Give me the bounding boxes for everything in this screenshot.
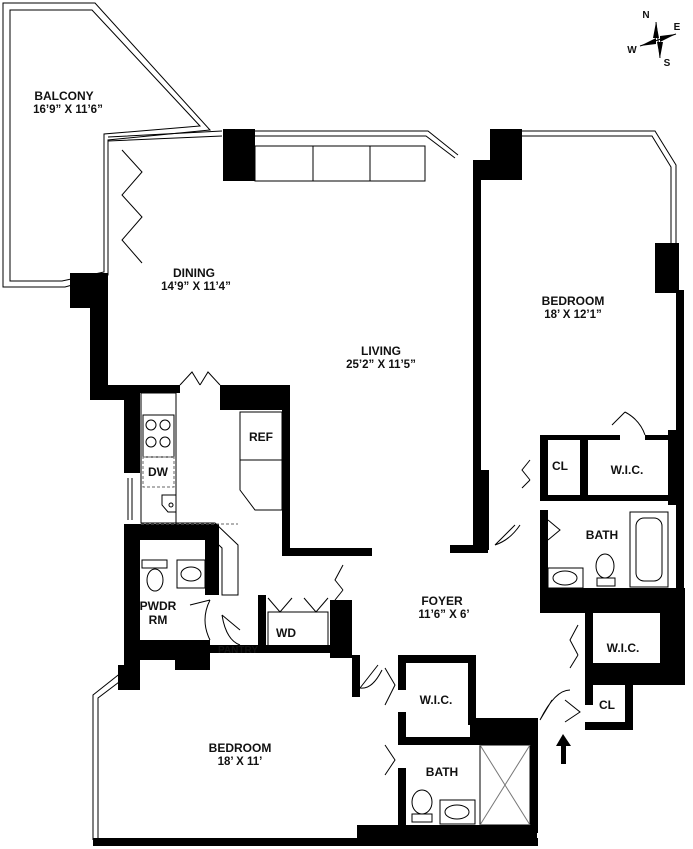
compass-w: W (627, 45, 637, 56)
bath-lower-label: BATH (426, 765, 458, 779)
pantry-label: PANTRY (218, 645, 258, 656)
compass-n: N (642, 10, 649, 21)
pwdr-label-line1: PWDR (140, 599, 177, 613)
cl-right-label: CL (599, 698, 615, 712)
bath-lower-fixtures (411, 744, 531, 826)
dw-label: DW (148, 465, 169, 479)
cl-upper-label: CL (552, 459, 568, 473)
dining-dims: 14’9” X 11’4” (161, 281, 231, 293)
wd-label: WD (276, 626, 296, 640)
powder-room-fixtures (141, 559, 206, 592)
wic-lower-label: W.I.C. (420, 693, 453, 707)
bedroom-lower-label: BEDROOM (209, 741, 272, 755)
living-dims: 25’2” X 11’5” (346, 359, 416, 371)
balcony-label: BALCONY (34, 89, 93, 103)
bedroom-upper-label: BEDROOM (542, 294, 605, 308)
balcony-dims: 16’9” X 11’6” (33, 104, 103, 116)
windows (92, 130, 677, 840)
compass-s: S (664, 58, 671, 69)
foyer-label: FOYER (421, 594, 463, 608)
pwdr-label-line2: RM (149, 613, 168, 627)
bedroom-upper-dims: 18’ X 12’1” (544, 309, 602, 321)
dining-label: DINING (173, 266, 215, 280)
compass-icon: N E S W (627, 10, 680, 69)
foyer-dims: 11’6” X 6’ (418, 609, 469, 621)
kitchen-fixtures (140, 392, 283, 596)
balcony-folding-door (121, 149, 143, 264)
washer-dryer (267, 611, 329, 648)
bath-upper-fixtures (547, 511, 669, 589)
doors (179, 371, 646, 776)
wic-upper-label: W.I.C. (611, 463, 644, 477)
bath-upper-label: BATH (586, 528, 618, 542)
living-label: LIVING (361, 344, 401, 358)
entry-arrow-icon (556, 734, 571, 764)
balcony-outline (2, 2, 212, 288)
walls (70, 129, 685, 846)
bedroom-lower-dims: 18’ X 11’ (218, 756, 263, 768)
compass-e: E (674, 22, 681, 33)
top-cabinets (254, 145, 426, 182)
wic-right-label: W.I.C. (607, 641, 640, 655)
ref-label: REF (249, 430, 273, 444)
